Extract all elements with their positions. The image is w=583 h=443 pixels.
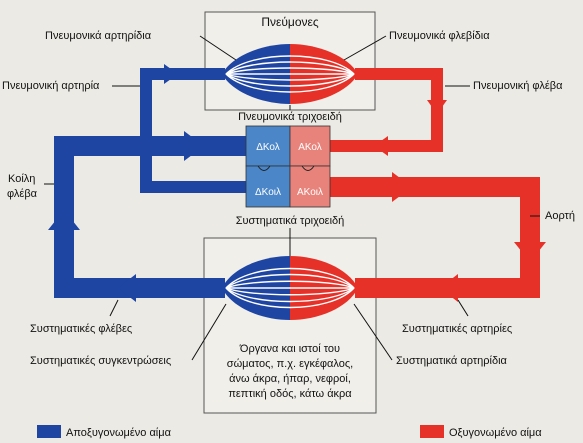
- lungs-title: Πνεύμονες: [261, 15, 319, 29]
- legend-oxygenated-label: Οξυγονωμένο αίμα: [449, 427, 542, 439]
- label-pulmonary-vein: Πνευμονική φλέβα: [473, 80, 563, 92]
- arrow-into-left-atrium: [374, 136, 388, 156]
- pulmonary-capillary-bed: [222, 44, 358, 104]
- left-ventricle-label: ΑΚοιλ: [297, 187, 323, 198]
- leader-pulmonary-arterioles: [199, 35, 237, 61]
- right-atrium-label: ΔΚολ: [256, 142, 280, 153]
- label-pulmonary-artery: Πνευμονική αρτηρία: [2, 80, 100, 92]
- legend-deoxygenated-label: Αποξυγονωμένο αίμα: [66, 427, 172, 439]
- left-atrium-label: ΑΚολ: [298, 142, 322, 153]
- label-pulmonary-capillaries: Πνευμονικά τριχοειδή: [238, 111, 342, 123]
- leader-systemic-arteries: [457, 299, 469, 317]
- organs-text-3: άνω άκρα, ήπαρ, νεφροί,: [229, 373, 351, 385]
- right-atrium: [245, 125, 291, 167]
- arrow-into-right-atrium: [184, 131, 204, 161]
- label-pulmonary-arterioles: Πνευμονικά αρτηρίδια: [45, 30, 152, 42]
- legend-swatch-oxygenated: [420, 425, 444, 438]
- arrow-pulmonary-artery-up: [137, 130, 155, 142]
- right-ventricle: [245, 165, 291, 208]
- heart: ΔΚολ ΑΚολ ΔΚοιλ ΑΚοιλ: [245, 125, 331, 208]
- arrow-aorta-down: [514, 242, 546, 262]
- legend-swatch-deoxygenated: [37, 425, 61, 438]
- label-vena-cava-2: φλέβα: [7, 188, 38, 200]
- leader-systemic-venules: [191, 303, 227, 361]
- organs-text-4: πεπτική οδός, κάτω άκρα: [228, 388, 352, 400]
- label-systemic-arteries: Συστηματικές αρτηρίες: [402, 323, 512, 335]
- label-systemic-venules: Συστηματικές συγκεντρώσεις: [30, 355, 171, 367]
- leader-pulmonary-venules: [343, 35, 387, 61]
- arrow-vena-cava-up: [48, 210, 80, 230]
- label-systemic-capillaries: Συστηματικά τριχοειδή: [236, 215, 345, 227]
- label-systemic-arterioles: Συστηματικά αρτηρίδια: [396, 355, 508, 367]
- arrow-pulmonary-artery: [164, 64, 178, 84]
- arrow-pulmonary-vein-down: [427, 100, 447, 114]
- arrow-aorta-right: [392, 172, 412, 202]
- label-systemic-veins: Συστηματικές φλέβες: [30, 323, 132, 335]
- left-ventricle: [289, 165, 331, 208]
- arrow-systemic-artery-left: [440, 274, 458, 302]
- right-ventricle-label: ΔΚοιλ: [255, 187, 281, 198]
- leader-systemic-veins: [109, 299, 119, 317]
- organs-text-2: σώματος, π.χ. εγκέφαλος,: [227, 358, 353, 370]
- leader-systemic-arterioles: [353, 303, 393, 361]
- arrow-systemic-vein-left: [118, 274, 136, 302]
- organs-text-1: Όργανα και ιστοί του: [239, 343, 340, 355]
- label-pulmonary-venules: Πνευμονικά φλεβίδια: [389, 30, 490, 42]
- label-aorta: Αορτή: [545, 210, 575, 222]
- systemic-capillary-bed: [222, 256, 358, 320]
- label-vena-cava-1: Κοίλη: [8, 173, 35, 185]
